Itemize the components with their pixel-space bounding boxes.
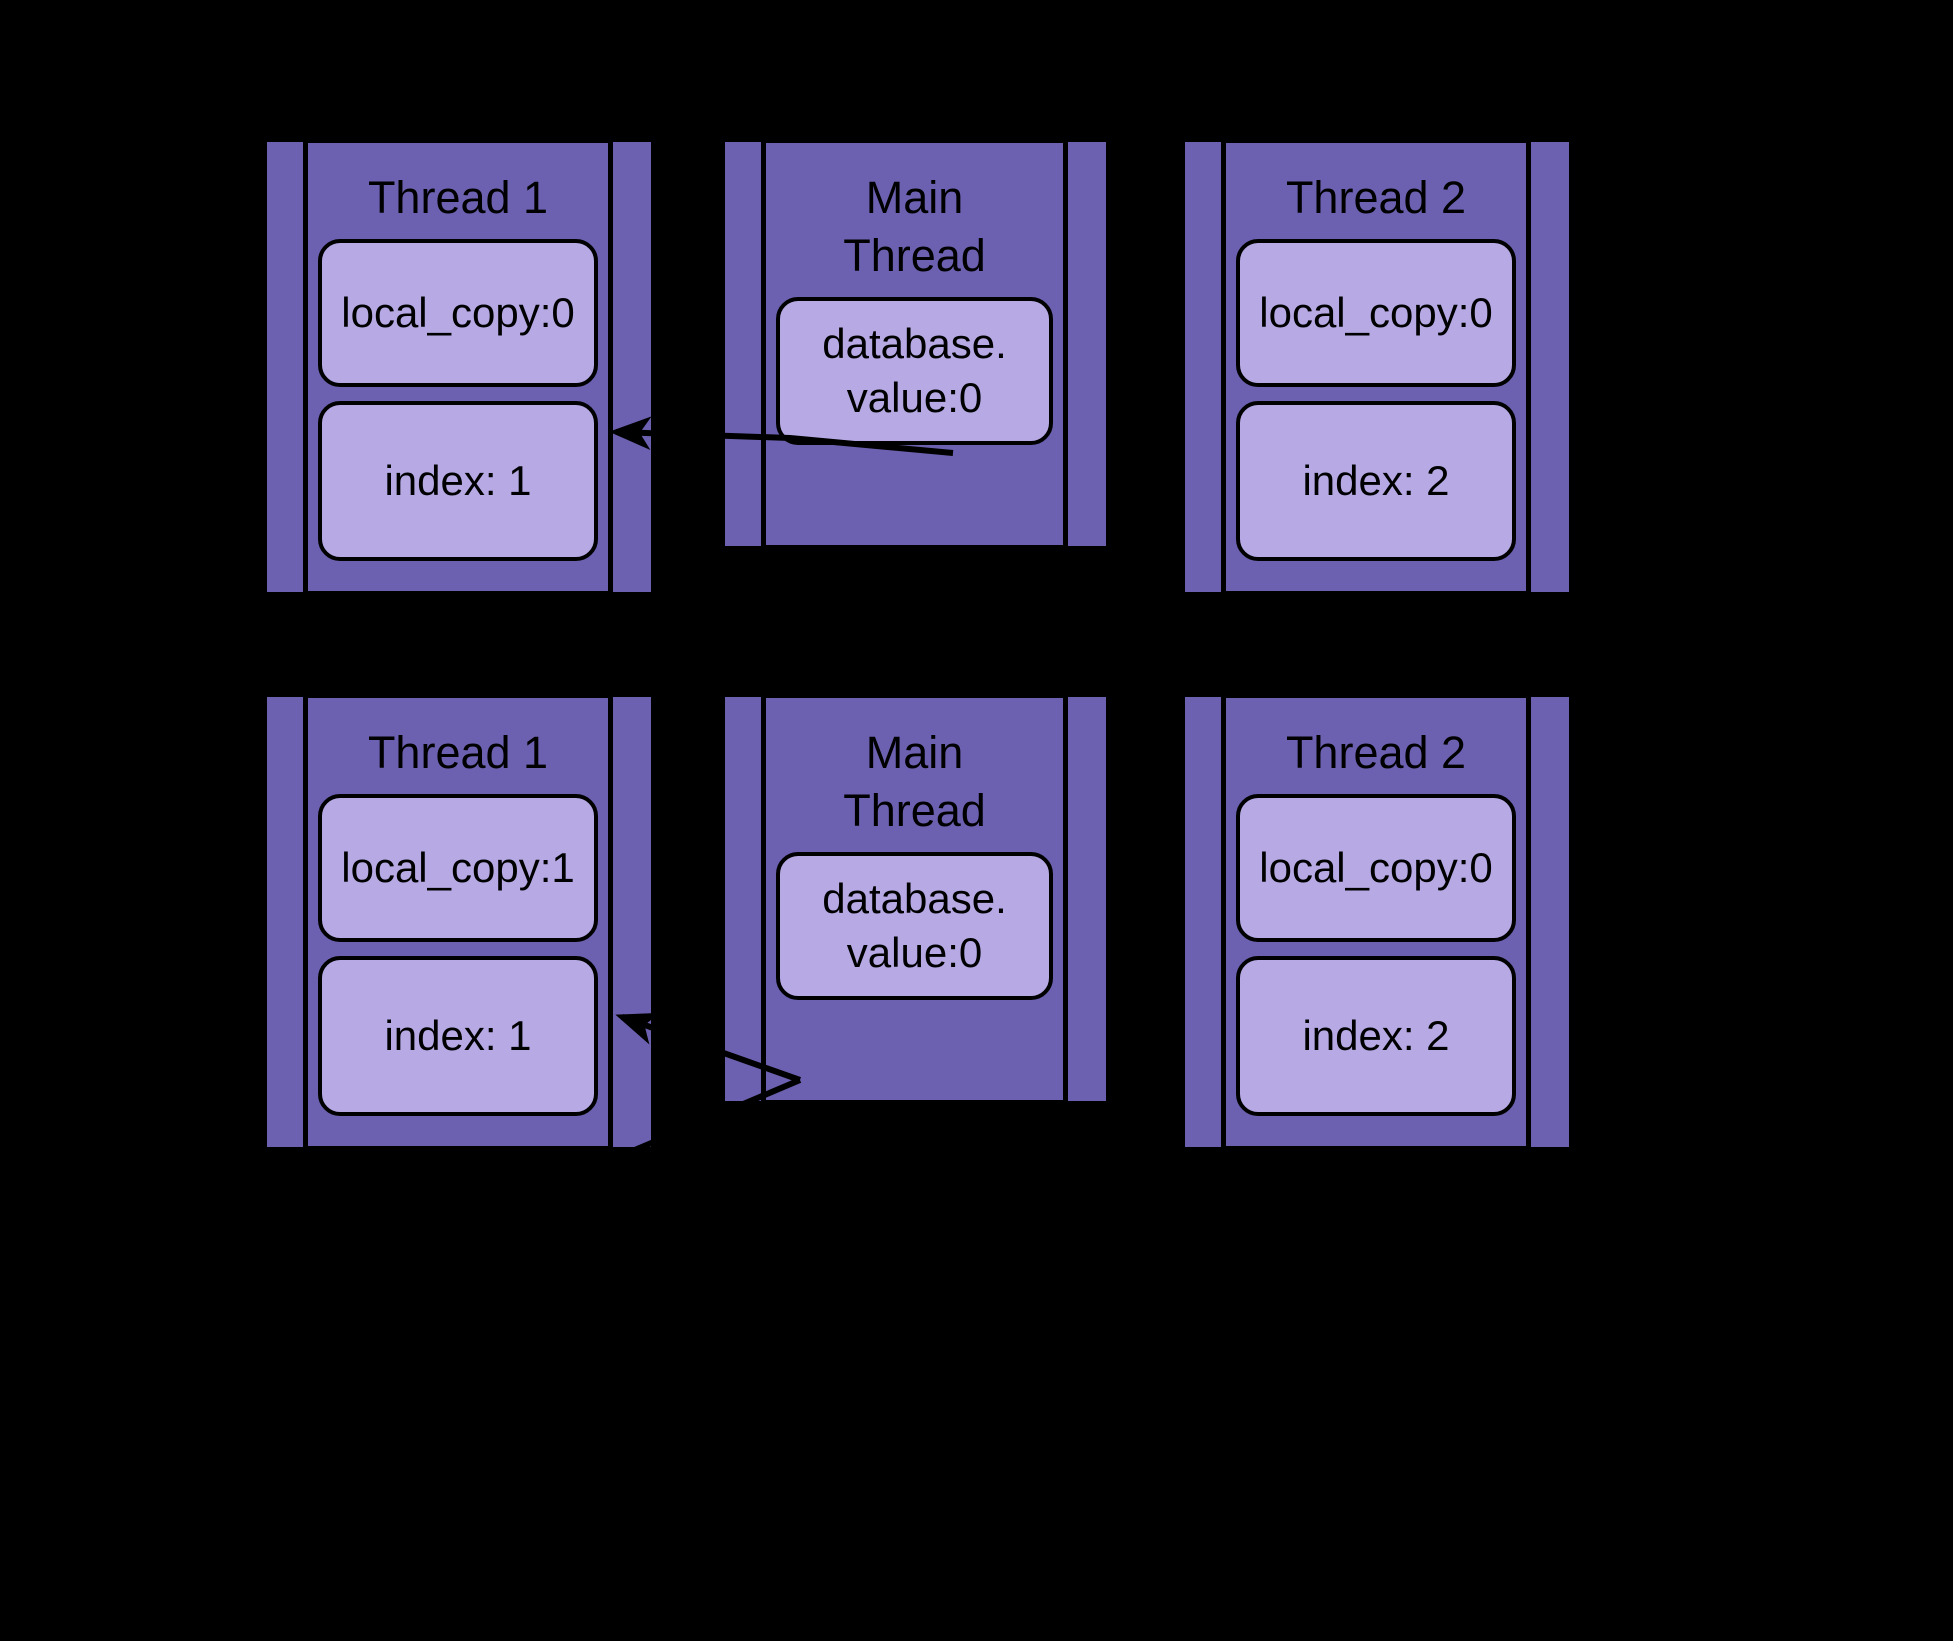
thread-1-index-box-row1: index: 1 <box>318 401 598 561</box>
thread-1-right-band-row2 <box>611 695 653 1149</box>
thread-2-column-row1: Thread 2 local_copy:0 index: 2 <box>1183 140 1571 594</box>
thread-1-panel-row2: Thread 1 local_copy:1 index: 1 <box>305 695 611 1149</box>
main-thread-database-value-box-row2: database. value:0 <box>776 852 1053 1000</box>
main-thread-panel-row1: Main Thread database. value:0 <box>763 140 1066 548</box>
thread-2-left-band-row2 <box>1183 695 1223 1149</box>
thread-1-right-band-row1 <box>611 140 653 594</box>
main-thread-right-band-row1 <box>1066 140 1108 548</box>
thread-1-title-row2: Thread 1 <box>367 727 549 778</box>
thread-2-panel-row1: Thread 2 local_copy:0 index: 2 <box>1223 140 1529 594</box>
main-thread-body-row1: database. value:0 <box>766 297 1063 459</box>
thread-1-local-copy-box-row2: local_copy:1 <box>318 794 598 942</box>
thread-2-body-row2: local_copy:0 index: 2 <box>1226 794 1526 1130</box>
main-thread-panel-row2: Main Thread database. value:0 <box>763 695 1066 1103</box>
thread-1-left-band-row2 <box>265 695 305 1149</box>
main-thread-title-row2: Main Thread <box>843 727 986 836</box>
thread-1-left-band-row1 <box>265 140 305 594</box>
main-thread-database-value-box-row1: database. value:0 <box>776 297 1053 445</box>
thread-1-body-row2: local_copy:1 index: 1 <box>308 794 608 1130</box>
thread-2-title-row1: Thread 2 <box>1285 172 1467 223</box>
thread-1-index-box-row2: index: 1 <box>318 956 598 1116</box>
thread-1-column-row2: Thread 1 local_copy:1 index: 1 <box>265 695 653 1149</box>
main-thread-column-row2: Main Thread database. value:0 <box>723 695 1108 1103</box>
main-thread-left-band-row1 <box>723 140 763 548</box>
main-thread-column-row1: Main Thread database. value:0 <box>723 140 1108 548</box>
thread-1-body-row1: local_copy:0 index: 1 <box>308 239 608 575</box>
thread-2-index-box-row1: index: 2 <box>1236 401 1516 561</box>
thread-2-local-copy-box-row1: local_copy:0 <box>1236 239 1516 387</box>
thread-2-column-row2: Thread 2 local_copy:0 index: 2 <box>1183 695 1571 1149</box>
thread-2-local-copy-box-row2: local_copy:0 <box>1236 794 1516 942</box>
thread-1-panel-row1: Thread 1 local_copy:0 index: 1 <box>305 140 611 594</box>
thread-1-title-row1: Thread 1 <box>367 172 549 223</box>
thread-2-title-row2: Thread 2 <box>1285 727 1467 778</box>
thread-2-panel-row2: Thread 2 local_copy:0 index: 2 <box>1223 695 1529 1149</box>
thread-1-local-copy-box-row1: local_copy:0 <box>318 239 598 387</box>
main-thread-left-band-row2 <box>723 695 763 1103</box>
thread-2-index-box-row2: index: 2 <box>1236 956 1516 1116</box>
thread-1-column-row1: Thread 1 local_copy:0 index: 1 <box>265 140 653 594</box>
thread-2-right-band-row1 <box>1529 140 1571 594</box>
thread-2-right-band-row2 <box>1529 695 1571 1149</box>
main-thread-body-row2: database. value:0 <box>766 852 1063 1014</box>
thread-2-left-band-row1 <box>1183 140 1223 594</box>
thread-2-body-row1: local_copy:0 index: 2 <box>1226 239 1526 575</box>
main-thread-right-band-row2 <box>1066 695 1108 1103</box>
main-thread-title-row1: Main Thread <box>843 172 986 281</box>
